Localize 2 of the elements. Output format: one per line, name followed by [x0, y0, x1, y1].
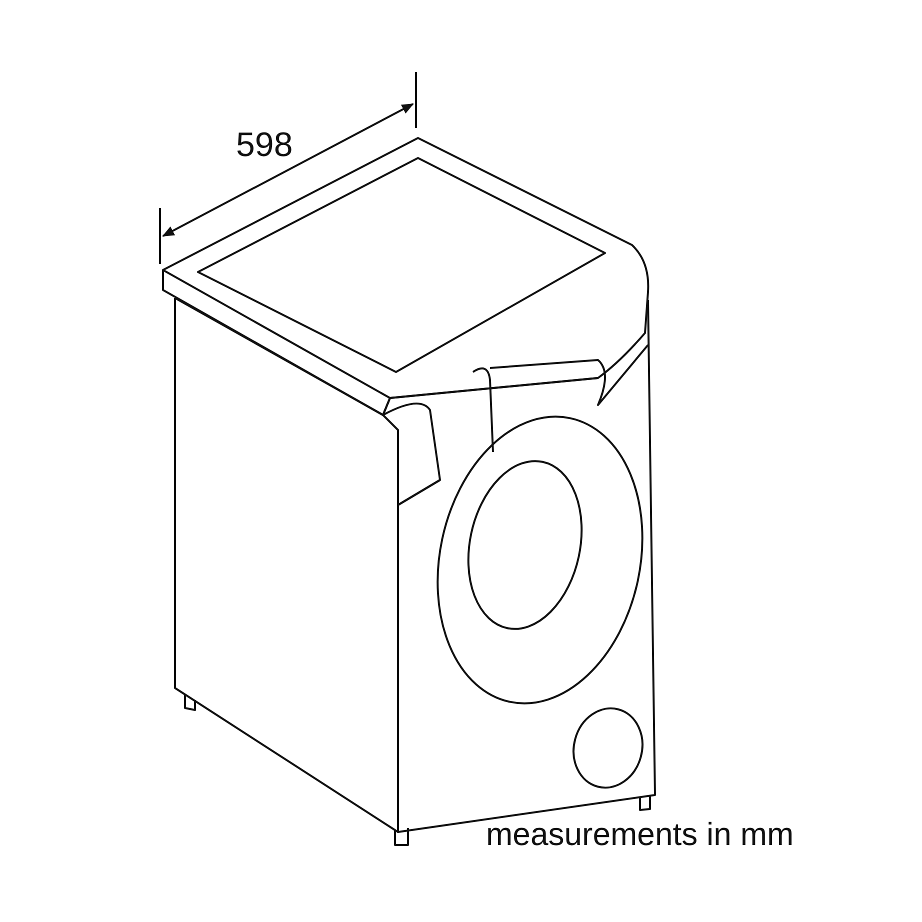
units-note: measurements in mm	[486, 818, 794, 850]
dimension-value: 598	[236, 128, 293, 162]
